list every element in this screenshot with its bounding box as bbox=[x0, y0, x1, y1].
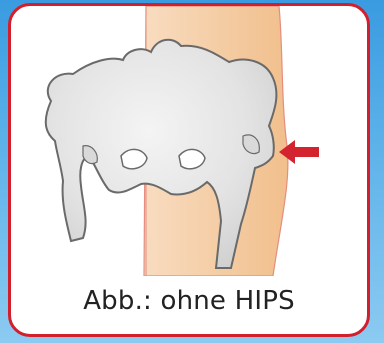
caption: Abb.: ohne HIPS bbox=[11, 286, 367, 316]
pelvis-illustration bbox=[11, 6, 367, 276]
image-card: Abb.: ohne HIPS bbox=[8, 3, 370, 337]
